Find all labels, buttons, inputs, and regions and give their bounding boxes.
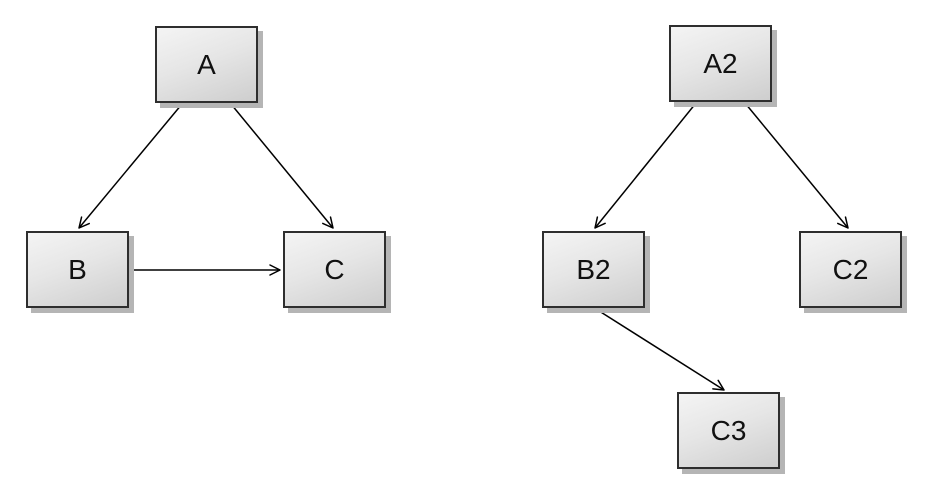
graph-node-label: B2: [576, 253, 611, 285]
graph-node-c2: C2: [799, 231, 902, 308]
graph-node-b: B: [26, 231, 129, 308]
graph-node-c: C: [283, 231, 386, 308]
edge-a2-to-c2: [744, 102, 849, 229]
graph-node-label: A: [197, 48, 216, 80]
graph-node-label: A2: [703, 47, 738, 79]
graph-node-a2: A2: [669, 25, 772, 102]
graph-node-a: A: [155, 26, 258, 103]
graph-node-label: C3: [710, 414, 747, 446]
edge-b2-to-c3: [595, 308, 725, 391]
edge-a-to-c: [230, 103, 334, 229]
graph-node-label: B: [68, 253, 87, 285]
graph-node-c3: C3: [677, 392, 780, 469]
edge-a-to-b: [78, 103, 183, 229]
edge-group: [78, 102, 849, 391]
graph-node-label: C: [324, 253, 345, 285]
graph-node-label: C2: [832, 253, 869, 285]
edge-a2-to-b2: [594, 102, 697, 229]
graph-node-b2: B2: [542, 231, 645, 308]
